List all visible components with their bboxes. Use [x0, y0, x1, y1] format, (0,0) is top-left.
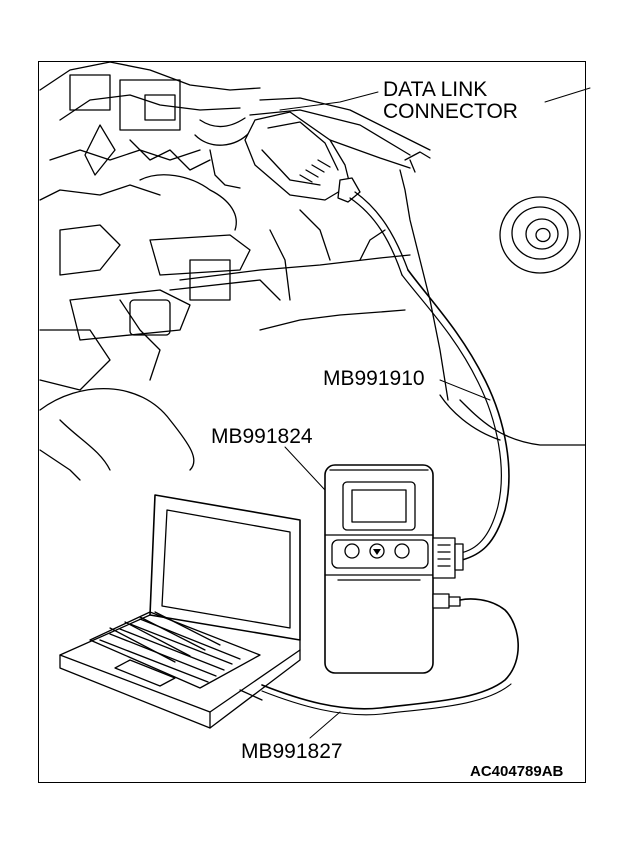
mb991824-device [324, 464, 464, 674]
label-mb991827: MB991827 [241, 740, 343, 763]
cable-mb991827 [261, 598, 519, 710]
cable-mb991827-inner [261, 683, 512, 716]
label-data-link-line1: DATA LINK [383, 78, 488, 101]
data-link-connector-plug [244, 111, 409, 276]
label-data-link-line2: CONNECTOR [383, 100, 518, 123]
figure-frame [38, 61, 586, 783]
label-mb991824: MB991824 [211, 425, 313, 448]
laptop-pc [59, 494, 301, 729]
cable-mb991910 [407, 269, 510, 561]
device-button-ok-icon [344, 543, 360, 559]
dashboard-background [39, 61, 586, 481]
device-button-ent-icon [394, 543, 410, 559]
figure-code: AC404789AB [470, 763, 564, 780]
leader-lines [279, 87, 591, 739]
label-mb991910: MB991910 [323, 367, 425, 390]
cable-mb991910-inner [401, 274, 502, 554]
